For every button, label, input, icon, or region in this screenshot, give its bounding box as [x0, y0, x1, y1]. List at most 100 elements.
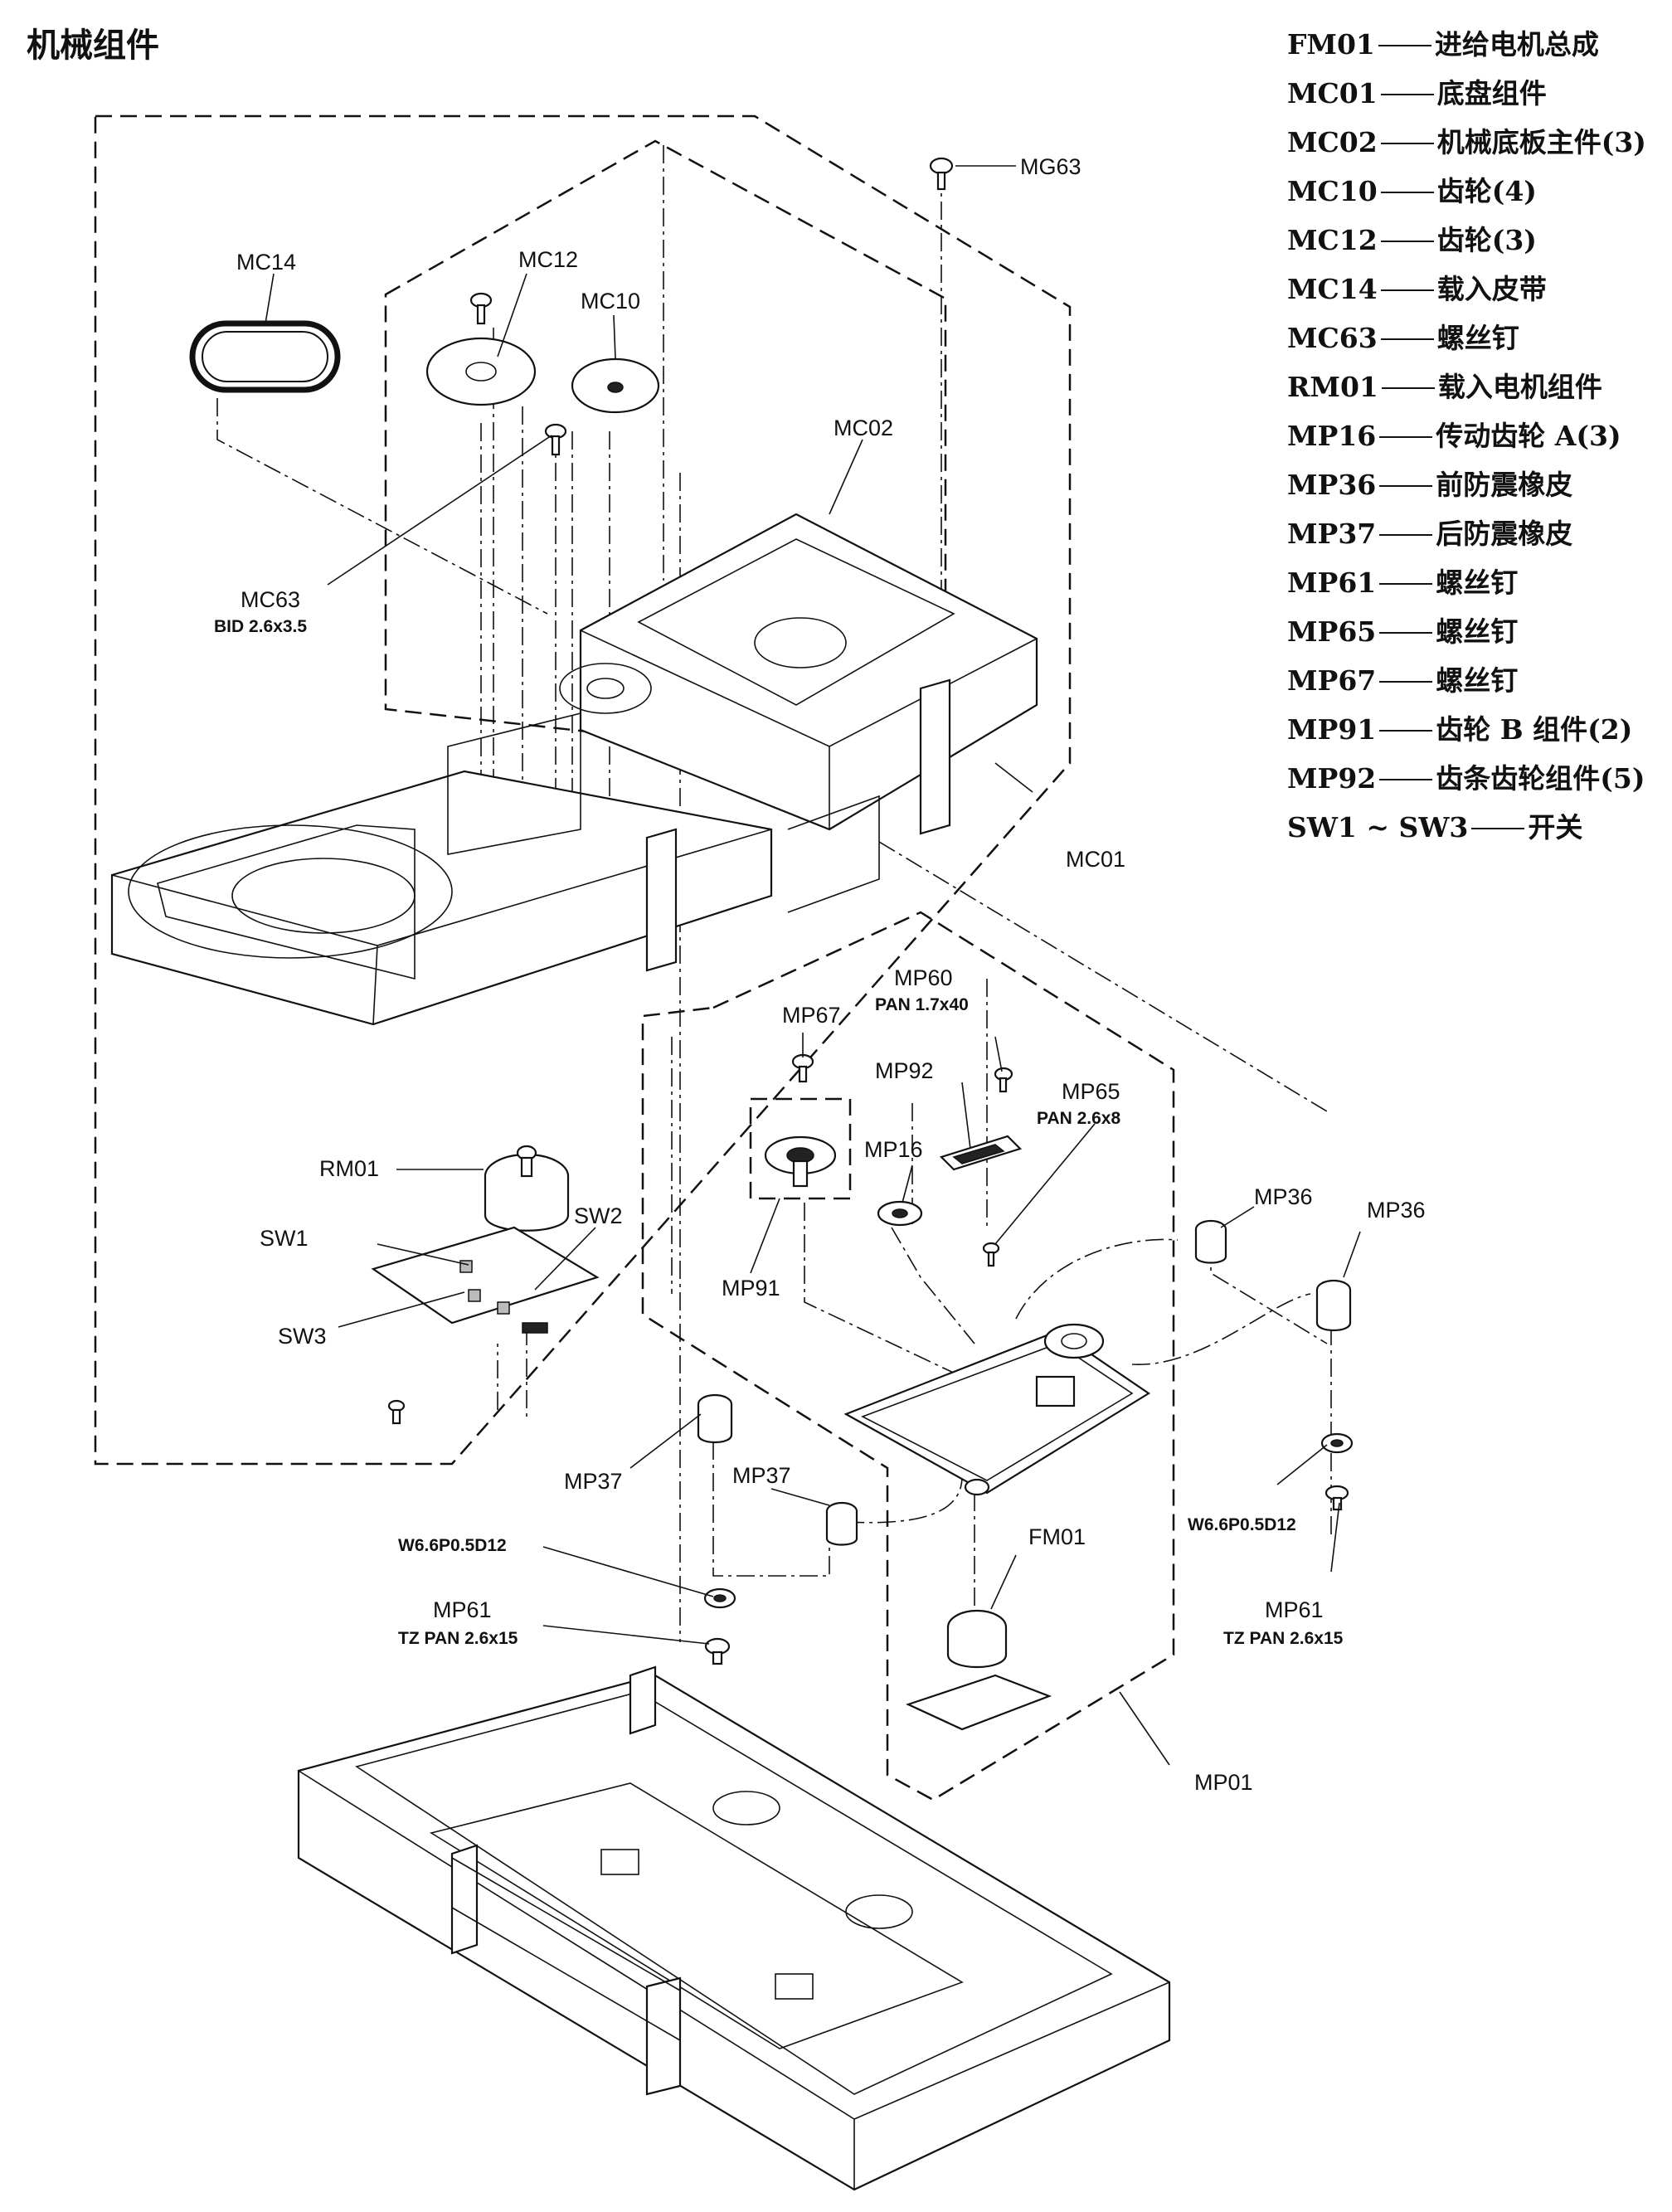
label-mc12: MC12	[518, 247, 578, 272]
legend-code: MP65	[1287, 615, 1377, 648]
label-mp16: MP16	[864, 1137, 923, 1162]
legend-dash	[1380, 192, 1434, 193]
mp91-subgroup-outline	[749, 1097, 852, 1200]
legend-row: MP16 传动齿轮 A(3)	[1287, 415, 1652, 464]
legend-row: FM01 进给电机总成	[1287, 23, 1652, 72]
mp60-screw	[994, 1067, 1013, 1093]
mp37-rear-rubber-2	[825, 1501, 858, 1546]
legend-row: MP61 螺丝钉	[1287, 562, 1652, 610]
label-mc63-spec: BID 2.6x3.5	[214, 617, 307, 636]
legend-dash	[1379, 730, 1433, 732]
legend-row: MC10 齿轮(4)	[1287, 170, 1652, 219]
label-mp61-right-spec: TZ PAN 2.6x15	[1223, 1629, 1344, 1648]
label-mp92: MP92	[875, 1058, 934, 1083]
legend-row: MP36 前防震橡皮	[1287, 464, 1652, 513]
label-mp61-right: MP61	[1265, 1597, 1324, 1622]
legend-desc: 后防震橡皮	[1436, 518, 1573, 550]
legend-code: FM01	[1287, 28, 1375, 61]
mp61-screw-left	[704, 1637, 731, 1665]
legend-desc: 齿条齿轮组件(5)	[1436, 762, 1645, 795]
label-mp36-b: MP36	[1367, 1198, 1426, 1223]
mg63-screw	[929, 157, 954, 191]
legend-code: MC02	[1287, 126, 1378, 158]
label-mp60-spec: PAN 1.7x40	[875, 995, 969, 1014]
label-mp65: MP65	[1062, 1079, 1120, 1104]
label-mp37-b: MP37	[732, 1463, 791, 1488]
legend-desc: 齿轮(3)	[1436, 224, 1537, 256]
legend-dash	[1379, 534, 1433, 536]
mc10-gear	[571, 357, 660, 414]
mp65-screw	[982, 1242, 1000, 1267]
mp16-drive-gear	[877, 1200, 923, 1227]
legend-desc: 齿轮(4)	[1436, 175, 1537, 207]
legend-desc: 前防震橡皮	[1436, 469, 1573, 501]
legend-dash	[1380, 289, 1434, 291]
mc12-gear	[425, 292, 537, 406]
legend-desc: 底盘组件	[1436, 77, 1547, 109]
label-mc10: MC10	[581, 289, 640, 314]
label-mp36-a: MP36	[1254, 1184, 1313, 1209]
legend-dash	[1380, 241, 1434, 242]
label-sw1: SW1	[260, 1226, 309, 1251]
legend-row: RM01 载入电机组件	[1287, 366, 1652, 415]
mc14-loading-belt	[189, 320, 341, 393]
legend-code: MC63	[1287, 322, 1378, 354]
legend-desc: 进给电机总成	[1434, 28, 1599, 61]
legend-row: MP65 螺丝钉	[1287, 610, 1652, 659]
leader-lines	[265, 165, 1361, 1766]
legend-code: SW1 ~ SW3	[1287, 811, 1469, 843]
alignment-lines	[216, 145, 1332, 1650]
label-mc63: MC63	[241, 587, 300, 612]
mp61-screw-right	[1324, 1485, 1349, 1511]
legend-desc: 传动齿轮 A(3)	[1436, 420, 1621, 452]
legend-code: MP16	[1287, 420, 1377, 452]
legend-dash	[1379, 681, 1433, 683]
mc01-group-outline	[94, 114, 1072, 1466]
legend-code: RM01	[1287, 371, 1378, 403]
legend-code: MC10	[1287, 175, 1378, 207]
washer-left	[703, 1587, 736, 1609]
mc63-screw	[544, 423, 567, 456]
mp91-gear-b	[764, 1135, 837, 1188]
label-washer-left: W6.6P0.5D12	[398, 1536, 507, 1555]
label-mp65-spec: PAN 2.6x8	[1037, 1109, 1120, 1128]
legend-dash	[1378, 45, 1431, 46]
label-mp61-left-spec: TZ PAN 2.6x15	[398, 1629, 518, 1648]
mp01-group-outline	[641, 911, 1175, 1801]
legend-dash	[1379, 779, 1433, 780]
legend-dash	[1379, 485, 1433, 487]
mp36-front-rubber-1	[1194, 1219, 1227, 1264]
label-mc14: MC14	[236, 250, 296, 275]
legend-desc: 开关	[1528, 811, 1583, 843]
legend-desc: 齿轮 B 组件(2)	[1436, 713, 1633, 746]
legend-code: MP61	[1287, 566, 1377, 599]
legend-code: MP36	[1287, 469, 1377, 501]
label-mp37-a: MP37	[564, 1469, 623, 1494]
mc01-bottom-chassis	[297, 1665, 1171, 2191]
legend-desc: 螺丝钉	[1436, 322, 1519, 354]
legend-dash	[1380, 94, 1434, 95]
legend-dash	[1379, 583, 1433, 585]
label-mc01: MC01	[1066, 847, 1125, 872]
label-rm01: RM01	[319, 1156, 379, 1181]
legend-desc: 螺丝钉	[1436, 615, 1519, 648]
label-mp01: MP01	[1194, 1770, 1253, 1795]
mp67-screw	[791, 1053, 814, 1083]
legend-desc: 螺丝钉	[1436, 566, 1519, 599]
legend-desc: 载入电机组件	[1437, 371, 1602, 403]
mp36-front-rubber-2	[1315, 1279, 1352, 1332]
legend-code: MP37	[1287, 518, 1377, 550]
legend-row: MC14 载入皮带	[1287, 268, 1652, 317]
legend-desc: 载入皮带	[1436, 273, 1547, 305]
pickup-sled	[843, 1323, 1151, 1496]
label-mc02: MC02	[834, 416, 893, 440]
legend-code: MC14	[1287, 273, 1378, 305]
fm01-feed-motor	[906, 1609, 1052, 1731]
label-mp60: MP60	[894, 965, 953, 990]
